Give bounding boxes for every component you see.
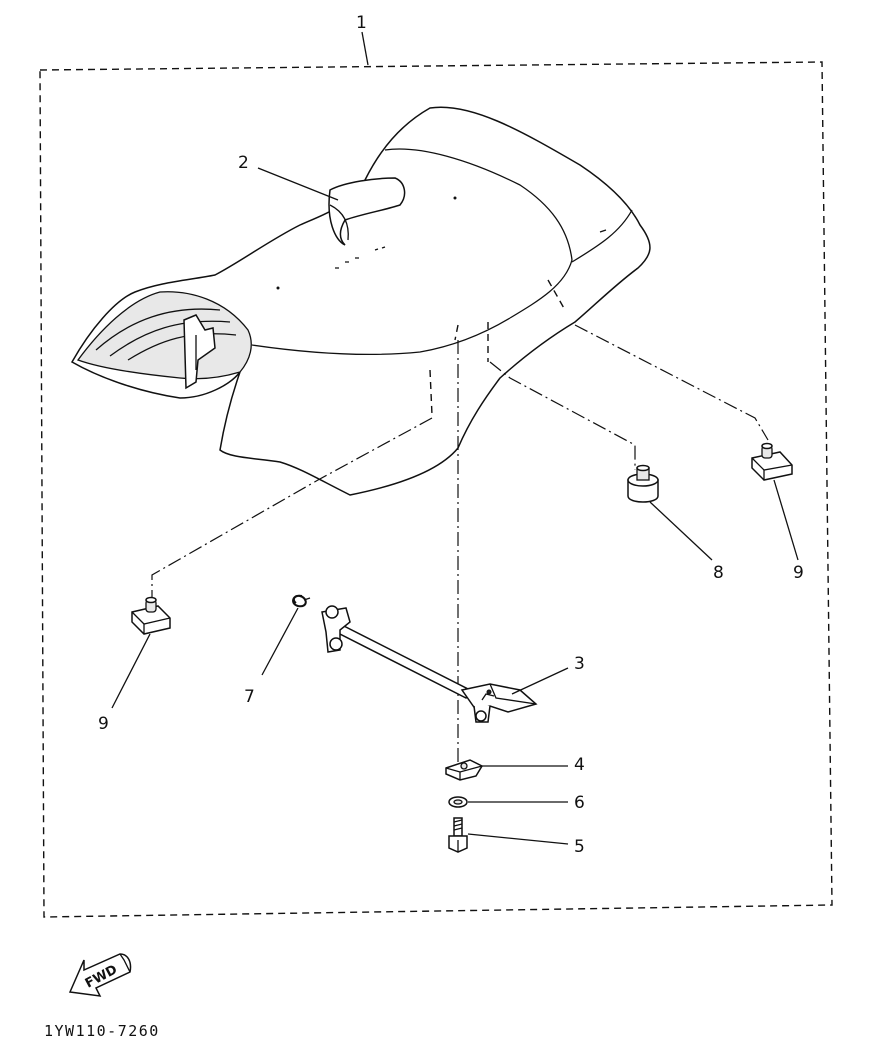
assembly-boundary bbox=[39, 61, 833, 918]
centerline-damper bbox=[489, 361, 636, 470]
callout-6: 6 bbox=[574, 793, 585, 813]
damper bbox=[627, 464, 659, 503]
callout-3: 3 bbox=[574, 654, 585, 674]
callout-7: 7 bbox=[244, 687, 255, 707]
leader-7 bbox=[261, 607, 299, 676]
seat bbox=[70, 106, 651, 496]
callout-1: 1 bbox=[356, 13, 367, 33]
seat-lock-assembly bbox=[321, 605, 538, 723]
callout-4: 4 bbox=[574, 755, 585, 775]
callout-8: 8 bbox=[713, 563, 724, 583]
leader-8 bbox=[649, 501, 713, 561]
callout-9-rear: 9 bbox=[793, 563, 804, 583]
leader-5 bbox=[467, 833, 569, 845]
callout-5: 5 bbox=[574, 837, 585, 857]
leader-2 bbox=[257, 167, 339, 201]
centerline-front-clip bbox=[151, 417, 433, 600]
fwd-arrow-icon: FWD bbox=[68, 953, 132, 997]
clip-nut-front bbox=[131, 596, 171, 635]
callout-9-front: 9 bbox=[98, 714, 109, 734]
leader-9-front bbox=[111, 633, 151, 709]
leader-9-rear bbox=[773, 479, 799, 561]
spring bbox=[292, 594, 311, 608]
centerline-rear-clip bbox=[574, 324, 769, 441]
clip-nut-rear bbox=[751, 442, 793, 481]
washer bbox=[448, 796, 468, 808]
diagram-code: 1YW110-7260 bbox=[44, 1022, 160, 1040]
callout-2: 2 bbox=[238, 153, 249, 173]
bolt bbox=[448, 817, 468, 853]
leader-3 bbox=[511, 667, 569, 695]
leader-1 bbox=[361, 31, 369, 66]
lock-plate bbox=[445, 759, 484, 781]
